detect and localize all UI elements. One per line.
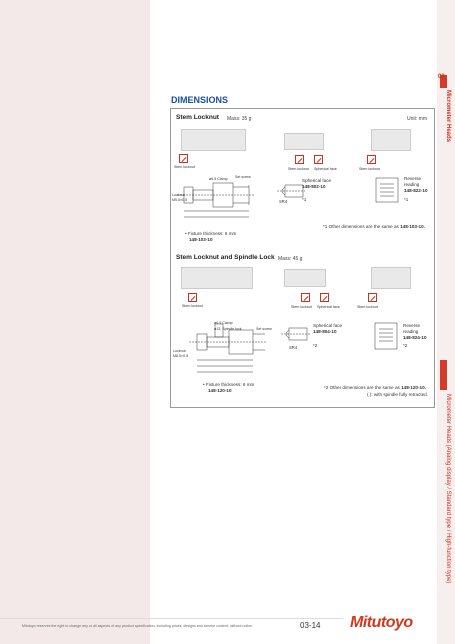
- variant-code: 148-824-10: [403, 335, 427, 340]
- drawing-label: Set screw: [235, 175, 251, 179]
- drawing-label: ø13, Spindle lock: [214, 327, 242, 331]
- product-photo: [284, 133, 324, 150]
- section-heading-stem-locknut: Stem Locknut: [176, 114, 219, 121]
- product-photo: [371, 129, 411, 151]
- drawing-label: M8.5×0.5: [173, 354, 189, 358]
- mass-label: Mass: 45 g: [278, 256, 303, 262]
- icon-label: Stem locknut: [291, 305, 312, 309]
- reverse-reading-drawing: [374, 322, 398, 350]
- fixture-note: • Fixture thickness: 6 mm: [203, 382, 255, 387]
- logo-area: [343, 610, 437, 644]
- model-number: 148-120-10: [208, 388, 232, 393]
- spherical-face-drawing: [281, 327, 311, 341]
- variant-mark: *1: [404, 197, 409, 202]
- product-photo: [284, 269, 326, 287]
- variant-label: Reverse: [403, 323, 421, 328]
- stem-locknut-drawing: [177, 182, 255, 218]
- stem-locknut-icon: [295, 155, 304, 164]
- product-photo: [181, 267, 253, 289]
- section-marker: [440, 360, 447, 390]
- stem-locknut-icon: [179, 154, 188, 163]
- mass-label: Mass: 35 g: [227, 116, 252, 122]
- variant-label: Reverse: [404, 176, 422, 181]
- stem-locknut-icon: [367, 155, 376, 164]
- icon-label: Stem locknut: [182, 304, 203, 308]
- icon-label: Stem locknut: [359, 167, 380, 171]
- variant-mark: *1: [302, 197, 307, 202]
- dimension-note: *2 Other dimensions are the same as 148-…: [324, 385, 426, 390]
- sidebar-mid-label: Micrometer Heads (Analog display / Stand…: [445, 394, 451, 584]
- variant-label: Spherical face: [313, 323, 343, 328]
- variant-code: 148-822-10: [404, 188, 428, 193]
- mitutoyo-logo: Mitutoyo: [350, 614, 413, 631]
- spherical-face-icon: [320, 293, 329, 302]
- variant-code: 148-804-10: [313, 329, 337, 334]
- left-margin-band: [0, 0, 150, 644]
- page-title: DIMENSIONS: [171, 95, 229, 105]
- variant-mark: *2: [403, 343, 408, 348]
- page-tab: 03: [438, 74, 445, 80]
- page-number: 03-14: [300, 621, 321, 630]
- drawing-label: Set screw: [256, 327, 272, 331]
- dimensions-panel: Stem Locknut Mass: 35 g Unit: mm Stem lo…: [170, 108, 435, 408]
- chapter-strip: [437, 0, 455, 644]
- icon-label: Spherical face: [317, 305, 340, 309]
- stem-locknut-icon: [301, 293, 310, 302]
- variant-label: reading: [403, 329, 419, 334]
- drawing-label: ø6.5 Clamp: [209, 177, 228, 181]
- variant-label: reading: [404, 182, 420, 187]
- icon-label: Stem locknut: [357, 305, 378, 309]
- model-number: 148-103-10: [189, 237, 213, 242]
- drawing-label: ø6.5 Clamp: [214, 321, 233, 325]
- unit-label: Unit: mm: [407, 116, 427, 122]
- icon-label: Stem locknut: [174, 165, 195, 169]
- dimension-note: *1 Other dimensions are the same as 148-…: [323, 224, 425, 229]
- product-photo: [371, 267, 411, 289]
- spherical-face-icon: [314, 155, 323, 164]
- section-heading-stem-locknut-spindle-lock: Stem Locknut and Spindle Lock: [176, 254, 275, 261]
- footer-divider: [0, 618, 437, 619]
- stem-locknut-icon: [188, 293, 197, 302]
- drawing-label: M5.5×0.5: [172, 198, 188, 202]
- icon-label: Stem locknut: [288, 167, 309, 171]
- icon-label: Spherical face: [314, 167, 337, 171]
- radius-label: SR4: [279, 199, 288, 204]
- variant-code: 148-802-10: [302, 184, 326, 189]
- fixture-note: • Fixture thickness: 6 mm: [185, 231, 237, 236]
- sidebar-top-label: Micrometer Heads: [445, 90, 451, 143]
- stem-locknut-icon: [368, 293, 377, 302]
- radius-label: SR4: [289, 345, 298, 350]
- drawing-label: Locknut: [172, 193, 185, 197]
- retracted-note: ( ): with spindle fully retracted.: [367, 392, 429, 397]
- variant-label: Spherical face: [302, 178, 332, 183]
- spherical-face-drawing: [277, 184, 305, 198]
- drawing-label: Locknut: [173, 349, 186, 353]
- product-photo: [181, 129, 246, 151]
- variant-mark: *2: [313, 343, 318, 348]
- reverse-reading-drawing: [375, 177, 399, 203]
- footer-disclaimer: Mitutoyo reserves the right to change an…: [22, 624, 253, 628]
- chapter-marker: [440, 75, 447, 88]
- spindle-lock-drawing: [189, 323, 267, 373]
